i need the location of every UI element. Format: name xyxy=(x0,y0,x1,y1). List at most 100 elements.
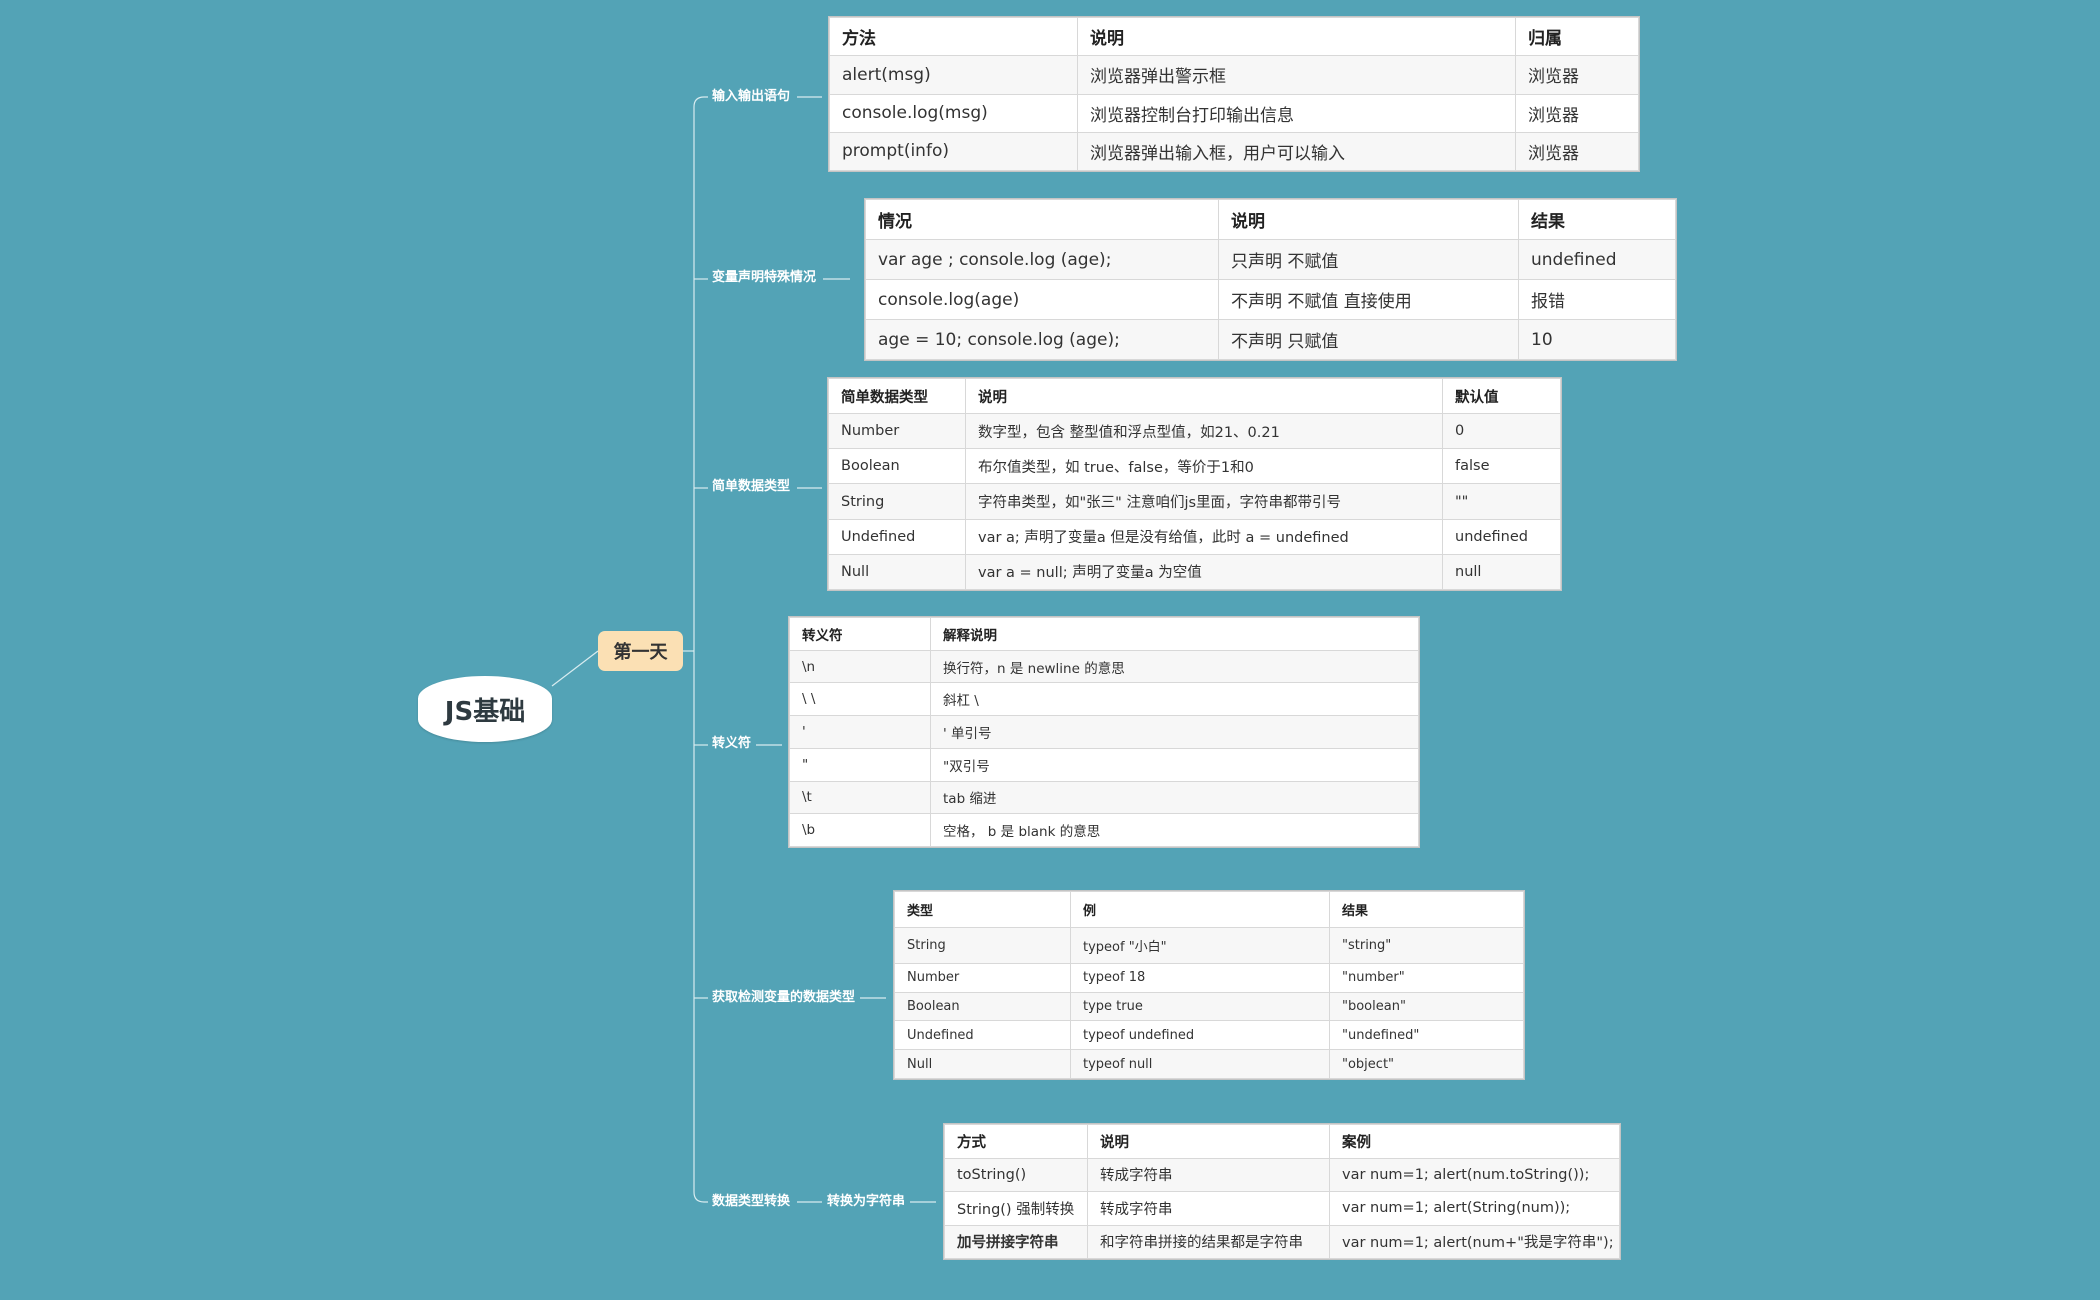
table-cell: toString() xyxy=(944,1157,1088,1192)
table-cell: 不声明 只赋值 xyxy=(1218,319,1519,360)
header-cell: 说明 xyxy=(1077,16,1516,57)
header-cell: 方式 xyxy=(944,1124,1088,1159)
table-cell: "双引号 xyxy=(930,747,1419,782)
table-header-row: 情况说明结果 xyxy=(865,199,1676,240)
branch-label-conversion[interactable]: 数据类型转换 xyxy=(712,1194,791,1209)
header-cell: 结果 xyxy=(1518,199,1676,240)
header-cell: 归属 xyxy=(1515,16,1639,57)
table-row: console.log(msg)浏览器控制台打印输出信息浏览器 xyxy=(829,93,1639,133)
table-cell: var num=1; alert(num+"我是字符串"); xyxy=(1329,1224,1620,1259)
branch-label-escape[interactable]: 转义符 xyxy=(712,736,752,751)
table-cell: 浏览器 xyxy=(1515,55,1639,95)
table-cell: false xyxy=(1442,448,1561,485)
table-cell: console.log(msg) xyxy=(829,93,1078,133)
branch-label-simple-types[interactable]: 简单数据类型 xyxy=(712,479,791,494)
table-cell: 加号拼接字符串 xyxy=(944,1224,1088,1259)
table-row: console.log(age)不声明 不赋值 直接使用报错 xyxy=(865,279,1676,320)
header-cell: 例 xyxy=(1070,891,1330,928)
table-cell: ' xyxy=(789,715,931,749)
table-cell: var age ; console.log (age); xyxy=(865,239,1219,280)
table-cell: tab 缩进 xyxy=(930,780,1419,815)
header-cell: 说明 xyxy=(1087,1124,1330,1159)
branch-label-io[interactable]: 输入输出语句 xyxy=(712,89,791,104)
header-cell: 方法 xyxy=(829,16,1078,57)
table-cell: 10 xyxy=(1518,319,1676,360)
table-cell: var a; 声明了变量a 但是没有给值，此时 a = undefined xyxy=(965,518,1443,555)
table-cell: var a = null; 声明了变量a 为空值 xyxy=(965,553,1443,591)
table-header-row: 类型例结果 xyxy=(894,891,1524,928)
table-row: '' 单引号 xyxy=(789,715,1419,749)
table-cell: undefined xyxy=(1518,239,1676,280)
table-cell: Undefined xyxy=(894,1020,1071,1051)
header-cell: 默认值 xyxy=(1442,377,1561,415)
table-cell: 只声明 不赋值 xyxy=(1218,239,1519,280)
table-cell: 斜杠 \ xyxy=(930,682,1419,717)
table-cell: alert(msg) xyxy=(829,55,1078,95)
table-cell: " xyxy=(789,747,931,782)
table-row: prompt(info)浏览器弹出输入框，用户可以输入浏览器 xyxy=(829,131,1639,172)
table-cell: "string" xyxy=(1329,926,1524,964)
root-node[interactable]: JS基础 xyxy=(418,676,552,742)
header-cell: 结果 xyxy=(1329,891,1524,928)
branch-label-var[interactable]: 变量声明特殊情况 xyxy=(712,270,817,285)
table-cell: "object" xyxy=(1329,1049,1524,1079)
table-cell: 浏览器弹出警示框 xyxy=(1077,55,1516,95)
table-var: 情况说明结果 var age ; console.log (age);只声明 不… xyxy=(864,198,1677,361)
table-cell: 浏览器 xyxy=(1515,131,1639,172)
table-cell: String() 强制转换 xyxy=(944,1191,1088,1226)
table-cell: "undefined" xyxy=(1329,1020,1524,1051)
table-cell: \n xyxy=(789,649,931,684)
table-cell: \t xyxy=(789,780,931,815)
table-cell: typeof null xyxy=(1070,1049,1330,1079)
table-header-row: 简单数据类型说明默认值 xyxy=(828,377,1561,415)
table-cell: 报错 xyxy=(1518,279,1676,320)
table-cell: 浏览器控制台打印输出信息 xyxy=(1077,93,1516,133)
header-cell: 转义符 xyxy=(789,617,931,651)
table-cell: Boolean xyxy=(894,991,1071,1022)
table-cell: null xyxy=(1442,553,1561,591)
header-cell: 解释说明 xyxy=(930,617,1419,651)
sub-label-to-string[interactable]: 转换为字符串 xyxy=(827,1194,906,1209)
table-cell: "number" xyxy=(1329,962,1524,993)
table-cell: 浏览器 xyxy=(1515,93,1639,133)
table-cell: Boolean xyxy=(828,448,966,485)
table-cell: var num=1; alert(String(num)); xyxy=(1329,1191,1620,1226)
branch-label-typeof[interactable]: 获取检测变量的数据类型 xyxy=(712,990,856,1005)
day-node[interactable]: 第一天 xyxy=(598,631,683,671)
table-cell: 数字型，包含 整型值和浮点型值，如21、0.21 xyxy=(965,413,1443,450)
table-cell: 和字符串拼接的结果都是字符串 xyxy=(1087,1224,1330,1259)
table-cell: age = 10; console.log (age); xyxy=(865,319,1219,360)
table-cell: prompt(info) xyxy=(829,131,1078,172)
table-cell: 布尔值类型，如 true、false，等价于1和0 xyxy=(965,448,1443,485)
table-cell: String xyxy=(894,926,1071,964)
header-cell: 案例 xyxy=(1329,1124,1620,1159)
header-cell: 简单数据类型 xyxy=(828,377,966,415)
table-io: 方法说明归属 alert(msg)浏览器弹出警示框浏览器 console.log… xyxy=(828,16,1640,172)
table-cell: 字符串类型，如"张三" 注意咱们js里面，字符串都带引号 xyxy=(965,483,1443,520)
table-cell: type true xyxy=(1070,991,1330,1022)
connector-root-day xyxy=(551,650,599,687)
table-cell: undefined xyxy=(1442,518,1561,555)
table-row: alert(msg)浏览器弹出警示框浏览器 xyxy=(829,55,1639,95)
table-header-row: 方法说明归属 xyxy=(829,16,1639,57)
